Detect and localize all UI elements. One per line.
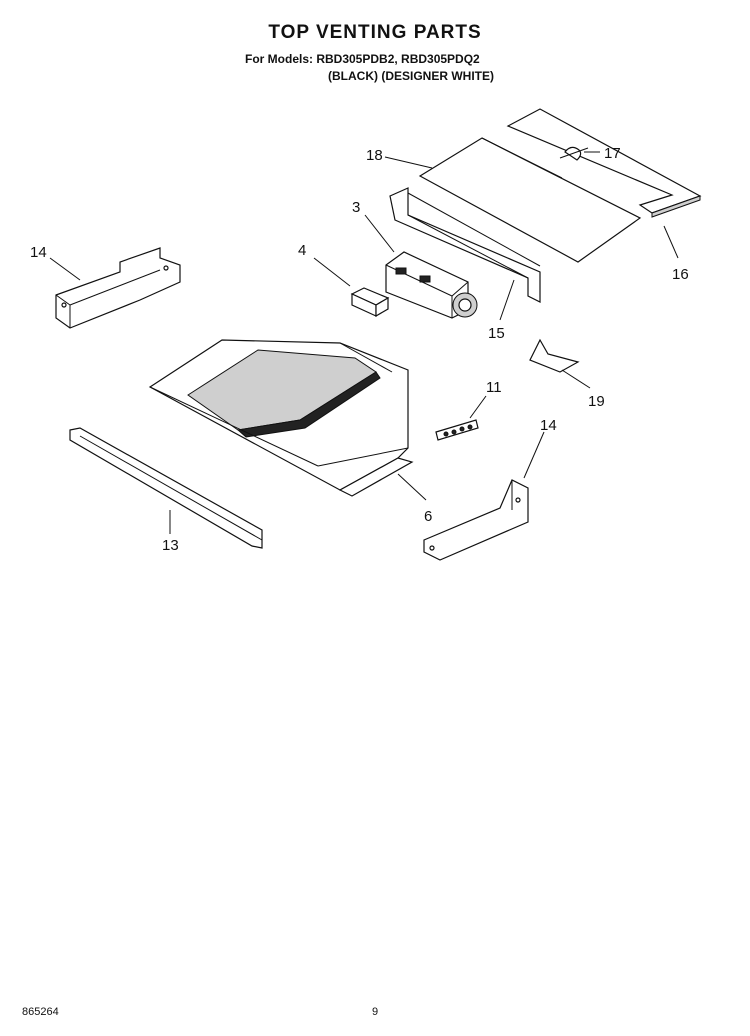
callout-3: 3 (352, 199, 360, 216)
callout-6: 6 (424, 508, 432, 525)
callout-11: 11 (486, 379, 502, 396)
part-18-vent-plate (418, 137, 642, 263)
callout-4: 4 (298, 242, 306, 259)
page-title: TOP VENTING PARTS (268, 22, 482, 43)
part-14-left-bracket (55, 247, 181, 329)
part-15-bracket (389, 187, 541, 303)
callout-13: 13 (162, 537, 179, 554)
part-16-cover-panel (506, 108, 702, 218)
callout-15: 15 (488, 325, 505, 342)
part-6-vent-duct (148, 339, 414, 497)
callout-16: 16 (672, 266, 689, 283)
callout-18: 18 (366, 147, 383, 164)
callout-19: 19 (588, 393, 605, 410)
leader-lines (49, 151, 679, 534)
callout-17: 17 (604, 145, 621, 162)
part-19-bracket (529, 338, 580, 373)
part-11-terminal-block (435, 419, 479, 441)
part-3-blower-motor (385, 251, 478, 319)
page-number: 9 (372, 1006, 379, 1018)
callout-14-left: 14 (30, 244, 47, 261)
part-17-clip (559, 146, 589, 161)
document-number: 865264 (22, 1006, 59, 1018)
part-13-front-trim (69, 427, 263, 549)
part-14-right-bracket (423, 479, 529, 561)
models-line: For Models: RBD305PDB2, RBD305PDQ2 (245, 52, 480, 66)
callout-14-right: 14 (540, 417, 557, 434)
part-4-block (350, 287, 390, 318)
colors-line: (BLACK) (DESIGNER WHITE) (328, 69, 494, 83)
